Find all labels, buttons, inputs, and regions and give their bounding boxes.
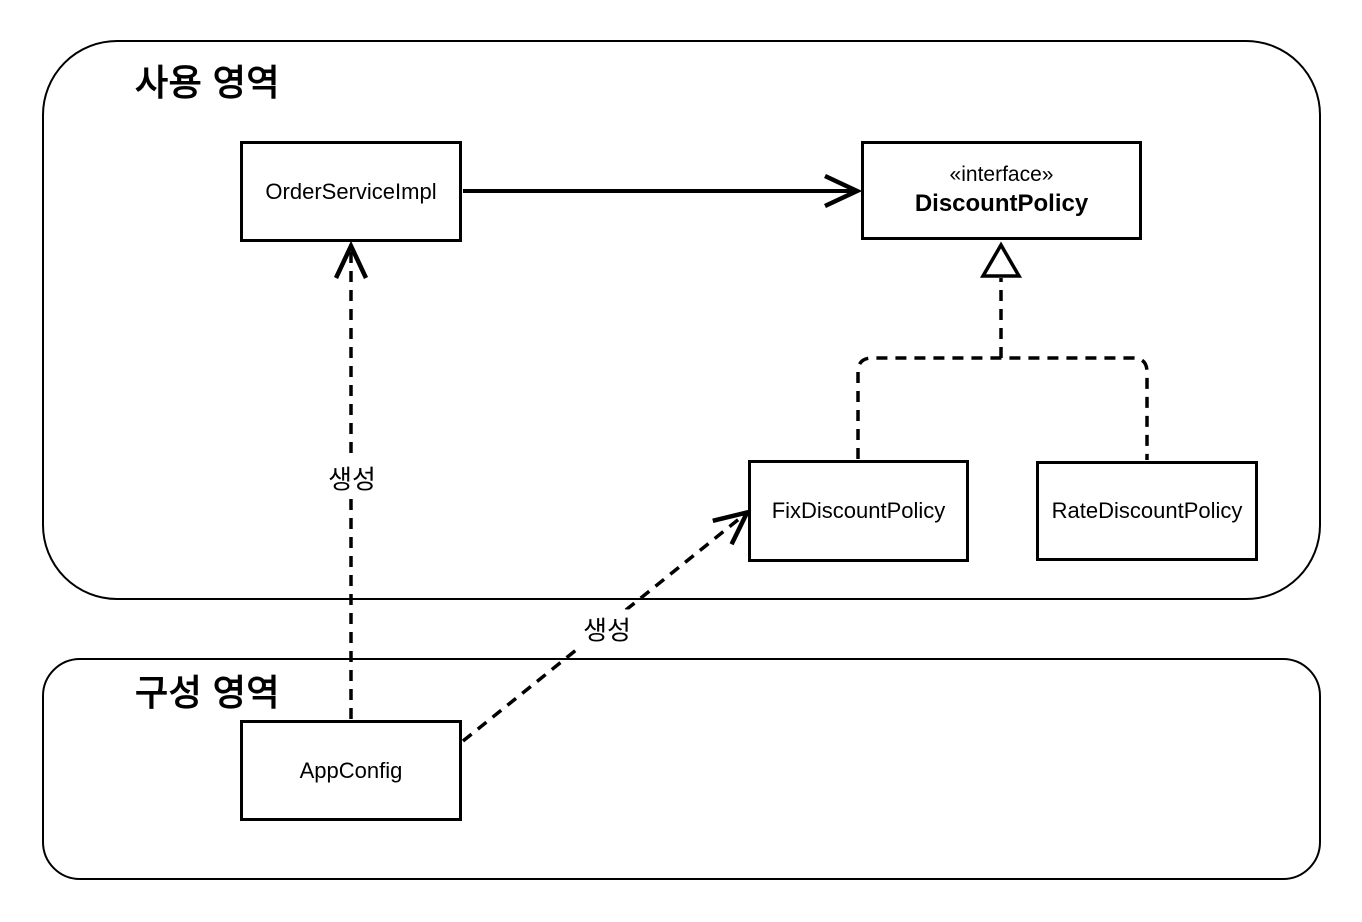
create-edge-label-to-fix: 생성 <box>578 609 636 649</box>
class-box-fix-discount-policy: FixDiscountPolicy <box>748 460 969 562</box>
region-config-title: 구성 영역 <box>135 672 280 713</box>
class-box-discount-policy-interface: «interface» DiscountPolicy <box>861 141 1142 240</box>
class-name-discount-policy: DiscountPolicy <box>914 189 1089 217</box>
class-name-fix-discount-policy: FixDiscountPolicy <box>771 498 946 524</box>
realization-hollow-triangle <box>979 241 1023 278</box>
class-name-rate-discount-policy: RateDiscountPolicy <box>1051 498 1243 524</box>
interface-stereotype-label: «interface» <box>949 163 1054 187</box>
region-usage-title: 사용 영역 <box>135 62 280 103</box>
class-name-order-service-impl: OrderServiceImpl <box>265 178 437 204</box>
class-name-app-config: AppConfig <box>299 757 403 783</box>
realization-connector-branches <box>856 356 1149 460</box>
class-box-app-config: AppConfig <box>240 720 462 821</box>
class-box-rate-discount-policy: RateDiscountPolicy <box>1036 461 1258 561</box>
class-box-order-service-impl: OrderServiceImpl <box>240 141 462 242</box>
create-edge-label-to-order: 생성 <box>323 458 381 498</box>
